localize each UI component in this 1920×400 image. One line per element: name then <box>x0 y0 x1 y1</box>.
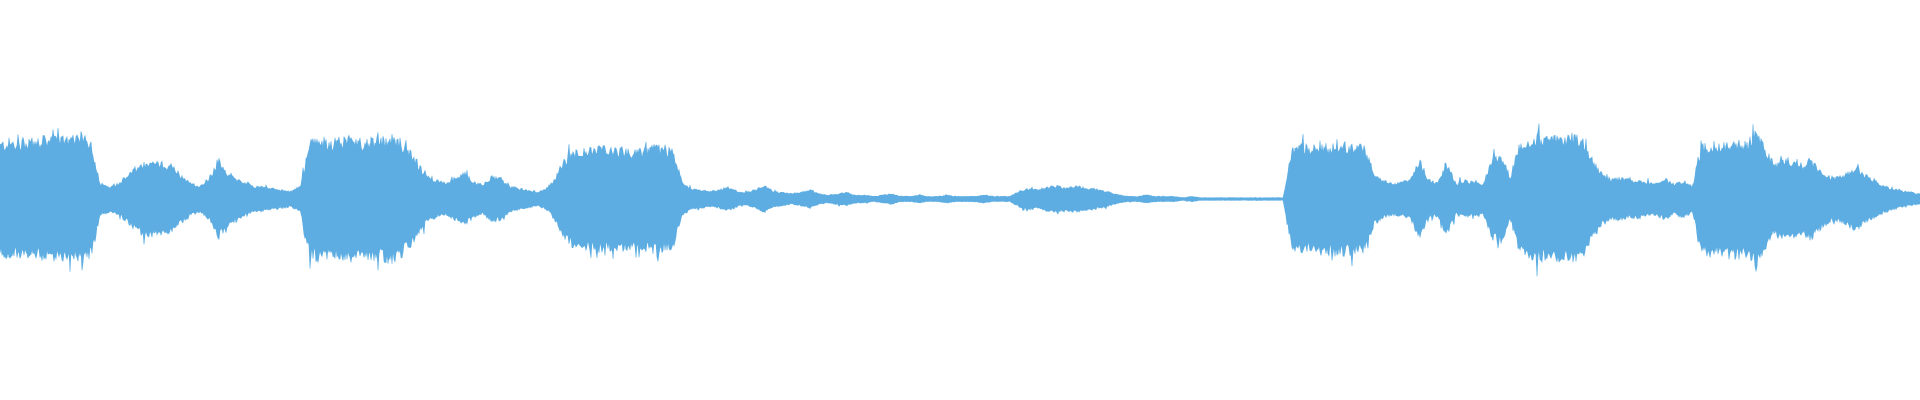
waveform-shape <box>0 123 1920 277</box>
